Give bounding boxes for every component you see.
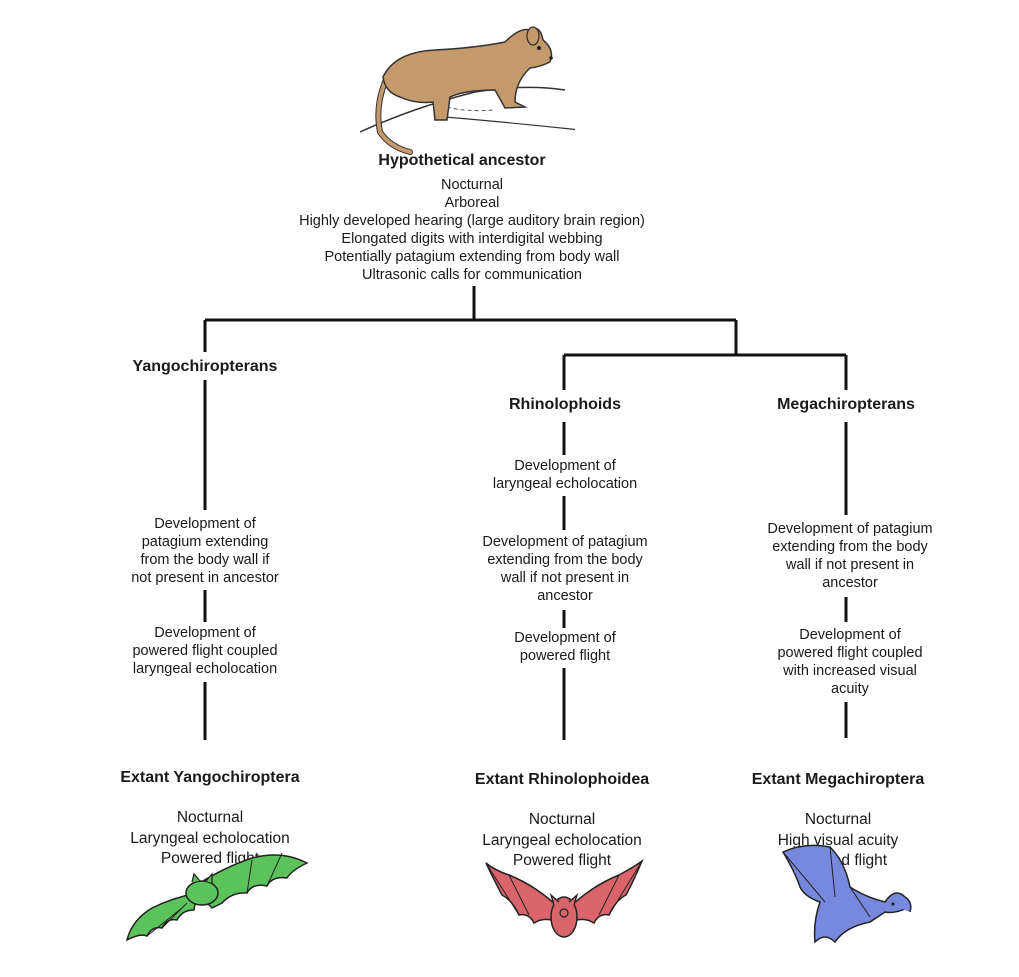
rhino-step-patagium: Development of patagium extending from t…: [482, 534, 648, 604]
mega-step-flight: Development of powered flight coupled wi…: [777, 627, 923, 697]
mega-step-patagium: Development of patagium extending from t…: [767, 521, 933, 591]
yango-extant-title: Extant Yangochiroptera: [120, 769, 300, 786]
rhino-step-echolocation: Development of laryngeal echolocation: [492, 458, 638, 492]
yango-extant: Extant Yangochiroptera Nocturnal Larynge…: [90, 748, 330, 890]
mega-label: Megachiropterans: [777, 396, 915, 413]
ancestor-title: Hypothetical ancestor: [378, 152, 546, 169]
blue-bat-icon: [781, 844, 912, 944]
red-bat-icon: [485, 858, 644, 938]
yango-label: Yangochiropterans: [132, 358, 278, 375]
yango-step-flight: Development of powered flight coupled la…: [132, 625, 278, 677]
ancestor-mammal-icon: [359, 26, 575, 155]
yango-extant-traits: Nocturnal Laryngeal echolocation Powered…: [130, 809, 290, 867]
mega-extant-title: Extant Megachiroptera: [751, 771, 925, 788]
rhino-extant-title: Extant Rhinolophoidea: [474, 771, 650, 788]
rhino-extant-traits: Nocturnal Laryngeal echolocation Powered…: [482, 811, 642, 869]
rhino-extant: Extant Rhinolophoidea Nocturnal Laryngea…: [442, 750, 682, 892]
rhino-label: Rhinolophoids: [509, 396, 621, 413]
green-bat-icon: [125, 852, 309, 942]
ancestor-traits: Nocturnal Arboreal Highly developed hear…: [299, 177, 645, 283]
rhino-step-flight: Development of powered flight: [514, 630, 616, 664]
yango-step-patagium: Development of patagium extending from t…: [131, 516, 279, 586]
